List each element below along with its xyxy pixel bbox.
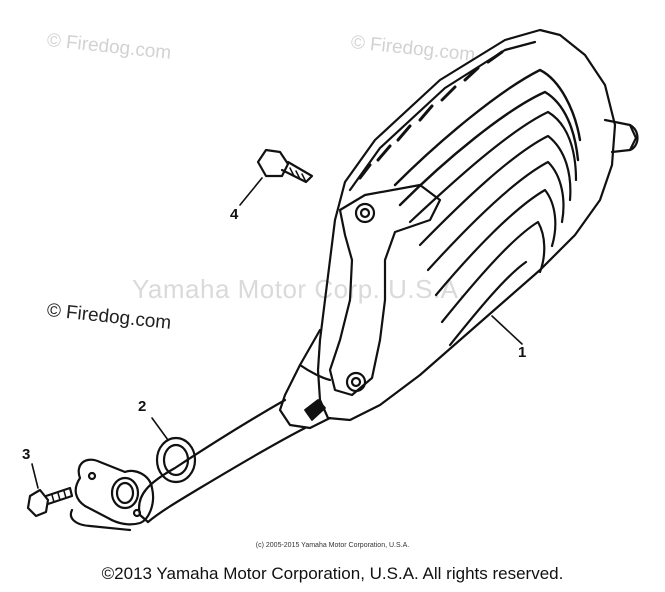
callout-part-2: 2 (138, 398, 147, 415)
exhaust-flange (69, 458, 155, 532)
copyright-footer: ©2013 Yamaha Motor Corporation, U.S.A. A… (101, 564, 564, 583)
leader-line-3 (31, 463, 39, 489)
muffler-body (278, 28, 639, 430)
leader-line-4 (239, 177, 263, 206)
gasket (155, 436, 197, 484)
callout-part-4: 4 (230, 206, 239, 223)
watermark-center: Yamaha Motor Corp. U.S.A. (132, 274, 467, 304)
callout-part-1: 1 (518, 344, 527, 361)
callout-part-3: 3 (22, 446, 31, 463)
mount-bolt (256, 148, 314, 184)
copyright-small: (c) 2005-2015 Yamaha Motor Corporation, … (255, 542, 410, 549)
flange-bolt (26, 486, 74, 518)
leader-line-2 (151, 417, 169, 441)
exhaust-pipe (137, 398, 326, 524)
leader-line-1 (491, 315, 523, 345)
